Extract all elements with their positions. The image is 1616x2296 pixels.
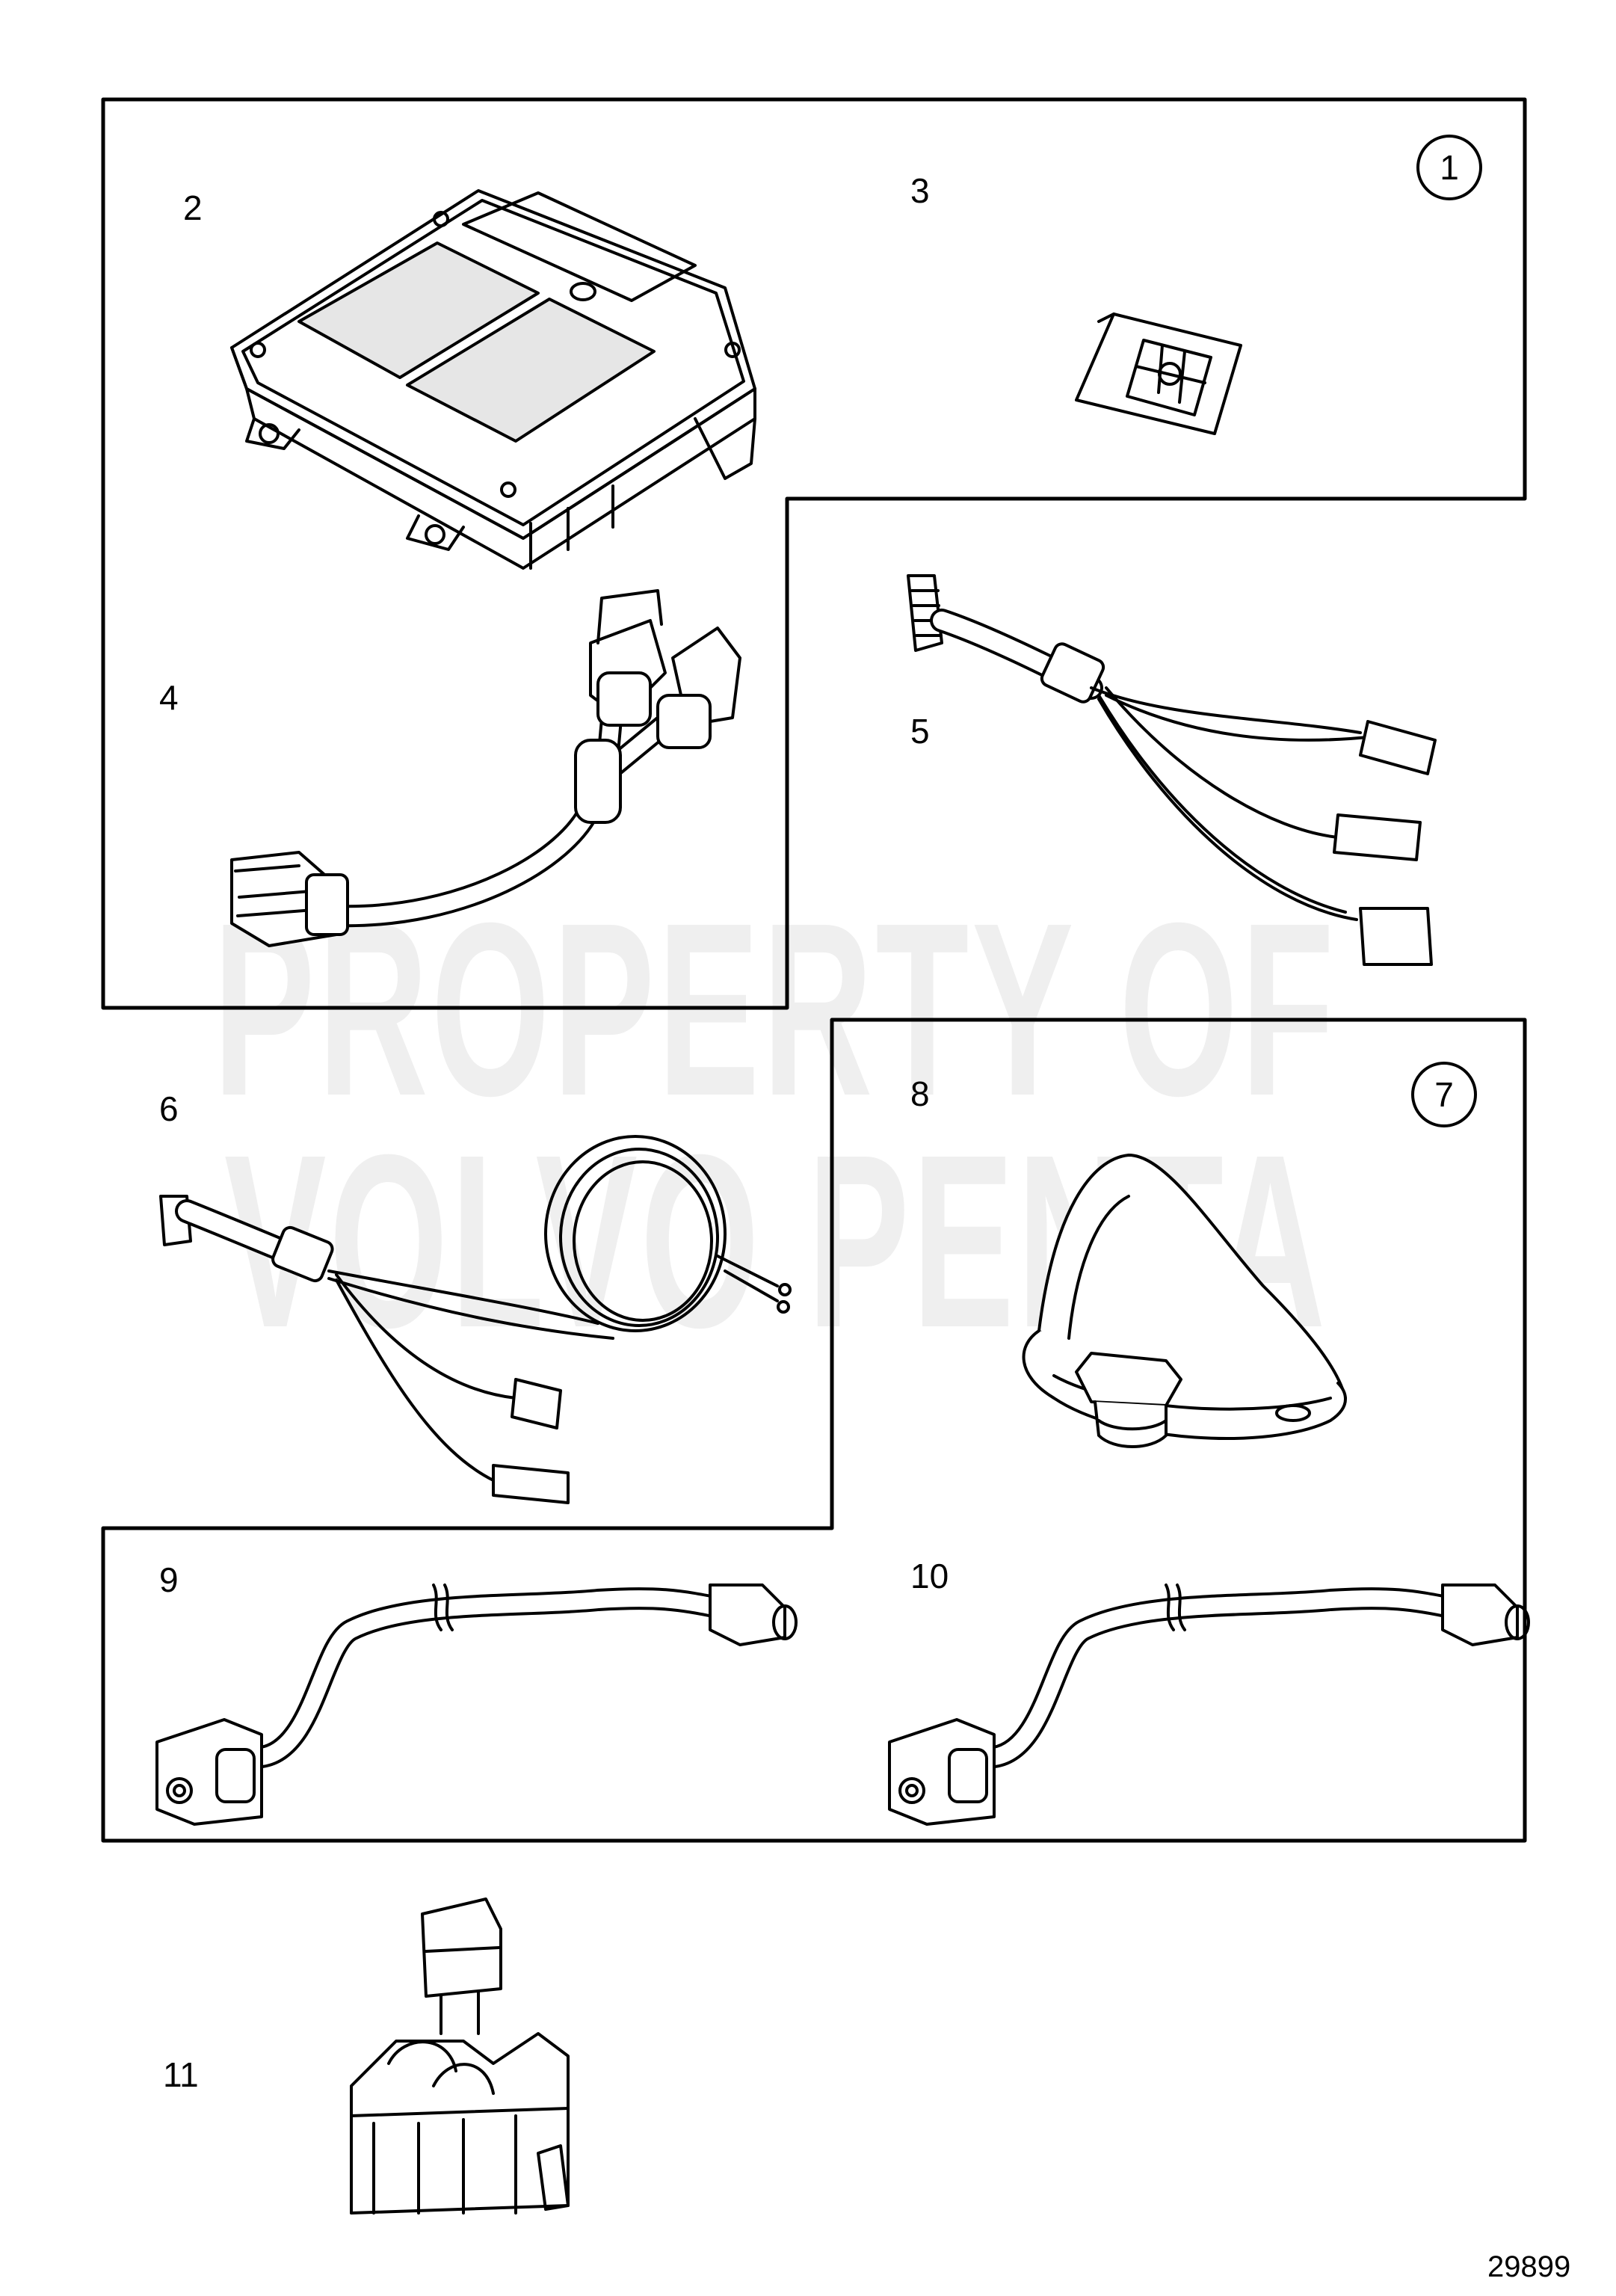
cable-10-drawing [888, 1583, 1530, 1826]
group-7-frame [101, 1018, 1527, 1843]
callout-10: 10 [910, 1557, 949, 1595]
callout-1-circled: 1 [1416, 135, 1482, 200]
cable-4-drawing [230, 589, 741, 947]
reference-number: 29899 [1487, 2250, 1571, 2283]
sim-card-drawing [1075, 313, 1242, 435]
callout-6: 6 [159, 1089, 179, 1128]
callout-2: 2 [183, 188, 203, 227]
cable-9-drawing [155, 1583, 798, 1826]
callout-3: 3 [910, 171, 930, 210]
callout-8: 8 [910, 1074, 930, 1113]
callout-4: 4 [159, 678, 179, 717]
callout-11: 11 [163, 2055, 199, 2094]
fuse-holder-drawing [350, 1898, 570, 2215]
callout-9: 9 [159, 1560, 179, 1599]
callout-7: 7 [1434, 1075, 1454, 1114]
callout-1: 1 [1440, 148, 1459, 187]
cable-6-drawing [159, 1135, 792, 1504]
cable-5-drawing [907, 574, 1437, 966]
callout-5: 5 [910, 712, 930, 751]
group-1-frame [101, 97, 1527, 1010]
control-unit-drawing [230, 189, 756, 570]
callout-7-circled: 7 [1411, 1062, 1477, 1127]
antenna-drawing [1022, 1154, 1347, 1448]
